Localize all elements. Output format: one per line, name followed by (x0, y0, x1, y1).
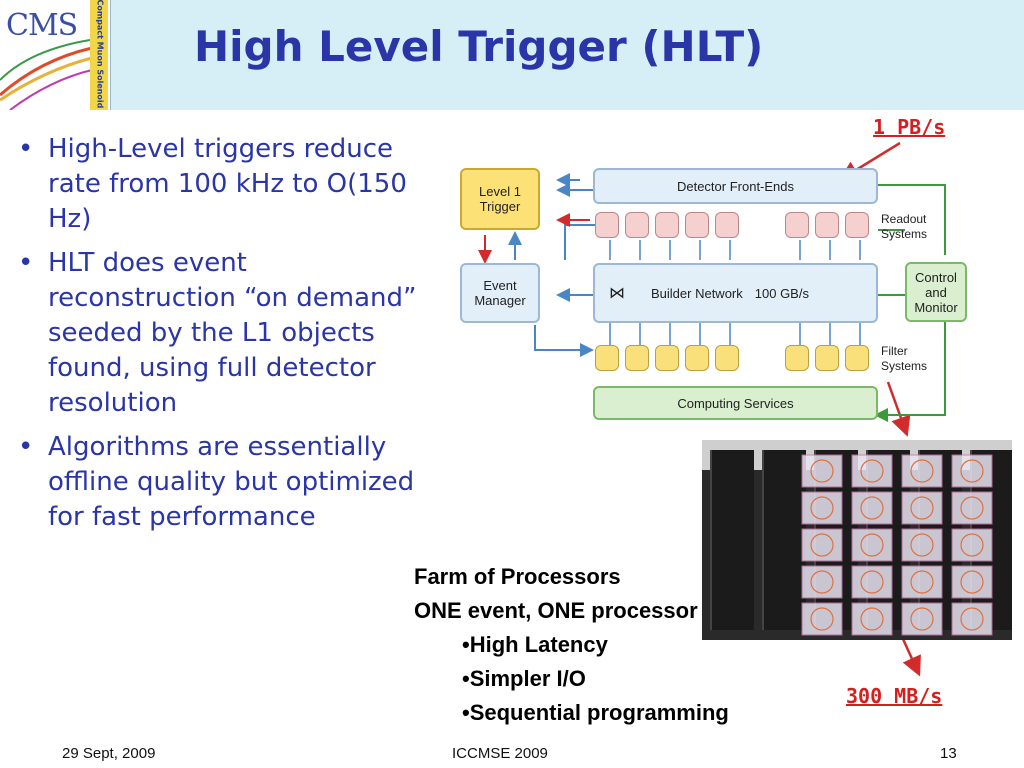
filter-unit (685, 345, 709, 371)
server-rack (710, 450, 754, 630)
filter-systems-label: Filter Systems (881, 344, 928, 373)
footer-date: 29 Sept, 2009 (62, 745, 156, 762)
bullet-dot: • (18, 134, 34, 164)
builder-network-label: Builder Network (651, 285, 743, 301)
readout-unit (715, 212, 739, 238)
filter-unit (625, 345, 649, 371)
farm-item: •Sequential programming (462, 700, 729, 725)
readout-unit (845, 212, 869, 238)
builder-rate-label: 100 GB/s (754, 285, 809, 301)
readout-unit (625, 212, 649, 238)
bullet-text: Algorithms are essentially offline quali… (48, 432, 415, 532)
slide-title: High Level Trigger (HLT) (194, 22, 764, 71)
cms-logo: CMS Compact Muon Solenoid (0, 0, 111, 110)
readout-systems-label: Readout Systems (881, 212, 928, 241)
logo-tagline: Compact Muon Solenoid (95, 0, 105, 109)
builder-switch-icon: ⋈ (609, 285, 625, 302)
logo-side-band: Compact Muon Solenoid (90, 0, 108, 110)
farm-overlay-grid (801, 454, 993, 636)
footer-conference: ICCMSE 2009 (452, 745, 548, 762)
filter-units (595, 345, 885, 373)
readout-unit (815, 212, 839, 238)
computing-services-label: Computing Services (677, 395, 794, 411)
readout-unit (655, 212, 679, 238)
level1-trigger-box: Level 1 Trigger (460, 168, 540, 230)
bullet-list: • High-Level triggers reduce rate from 10… (18, 132, 438, 544)
bullet-text: HLT does event reconstruction “on demand… (48, 248, 417, 418)
control-monitor-label: Control and Monitor (914, 269, 958, 315)
filter-unit (655, 345, 679, 371)
farm-item: •High Latency (462, 632, 608, 657)
readout-unit (595, 212, 619, 238)
server-rack (762, 450, 806, 630)
processor-farm-photo (702, 440, 1012, 640)
logo-text: CMS (6, 8, 78, 43)
bullet-item: • HLT does event reconstruction “on deman… (18, 246, 438, 421)
bullet-dot: • (18, 248, 34, 278)
readout-unit (685, 212, 709, 238)
daq-diagram: Level 1 Trigger Detector Front-Ends Read… (455, 160, 970, 425)
bullet-text: High-Level triggers reduce rate from 100… (48, 134, 407, 234)
builder-network-box: ⋈ Builder Network 100 GB/s (593, 263, 878, 323)
farm-title: Farm of Processors (414, 564, 621, 589)
rate-top-label: 1 PB/s (873, 115, 946, 139)
bullet-dot: • (18, 432, 34, 462)
rate-bottom-label: 300 MB/s (846, 684, 943, 708)
farm-description: Farm of Processors ONE event, ONE proces… (414, 560, 729, 730)
filter-unit (595, 345, 619, 371)
filter-unit (715, 345, 739, 371)
detector-frontends-label: Detector Front-Ends (676, 178, 795, 194)
computing-services-box: Computing Services (593, 386, 878, 420)
footer-page-number: 13 (940, 745, 957, 762)
filter-unit (785, 345, 809, 371)
farm-item: •Simpler I/O (462, 666, 586, 691)
logo-swirl-graphic (0, 39, 93, 110)
event-manager-box: Event Manager (460, 263, 540, 323)
control-monitor-box: Control and Monitor (905, 262, 967, 322)
slide-header: CMS Compact Muon Solenoid High Level Tri… (0, 0, 1024, 110)
event-manager-label: Event Manager (474, 278, 526, 308)
farm-subtitle: ONE event, ONE processor (414, 598, 698, 623)
detector-frontends-box: Detector Front-Ends (593, 168, 878, 204)
bullet-item: • High-Level triggers reduce rate from 10… (18, 132, 438, 237)
filter-unit (845, 345, 869, 371)
readout-unit (785, 212, 809, 238)
filter-unit (815, 345, 839, 371)
level1-trigger-label: Level 1 Trigger (479, 184, 521, 214)
readout-units (595, 212, 885, 240)
diagram-connectors (478, 173, 946, 422)
bullet-item: • Algorithms are essentially offline qual… (18, 430, 438, 535)
